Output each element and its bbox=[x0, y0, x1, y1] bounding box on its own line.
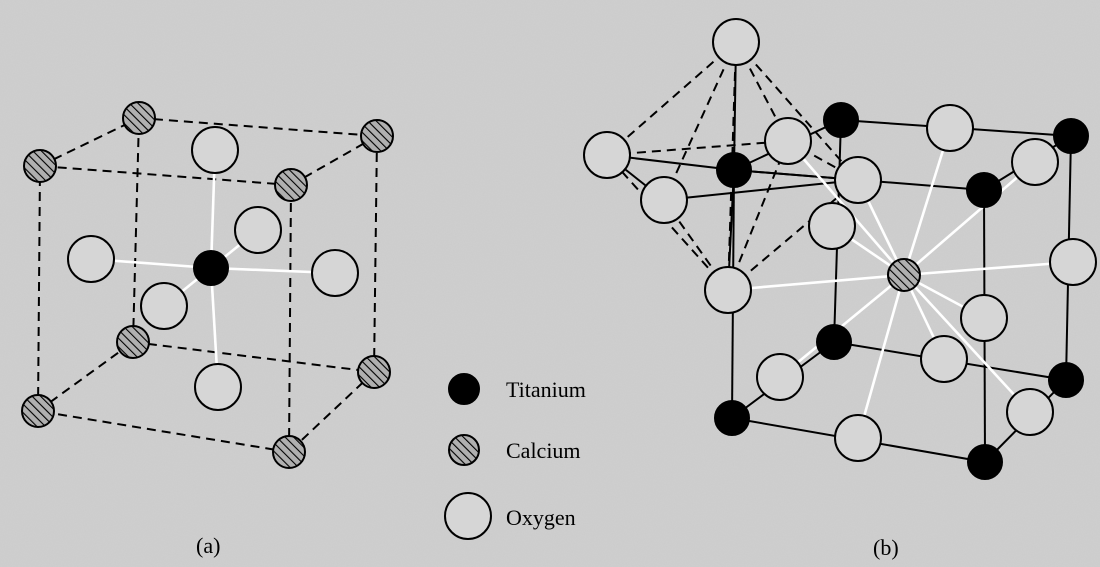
oxygen-atom bbox=[960, 294, 1008, 342]
hidden-edge-line bbox=[606, 41, 737, 156]
oxygen-icon bbox=[444, 492, 492, 540]
hidden-edge-line bbox=[132, 117, 140, 343]
oxygen-atom bbox=[764, 117, 812, 165]
legend-item-oxygen: Oxygen bbox=[444, 492, 576, 540]
hidden-edge-line bbox=[37, 410, 290, 453]
calcium-atom bbox=[23, 149, 57, 183]
titanium-atom bbox=[1048, 362, 1084, 398]
unit-cell-b bbox=[583, 18, 1097, 480]
hidden-edge-line bbox=[39, 165, 292, 186]
oxygen-atom bbox=[1006, 388, 1054, 436]
legend-label-oxygen: Oxygen bbox=[506, 505, 576, 530]
oxygen-atom bbox=[756, 353, 804, 401]
caption-a: (a) bbox=[196, 533, 220, 558]
titanium-atom bbox=[193, 250, 229, 286]
oxygen-atom bbox=[191, 126, 239, 174]
oxygen-atom bbox=[920, 335, 968, 383]
titanium-atom bbox=[1053, 118, 1089, 154]
hidden-edge-line bbox=[606, 140, 789, 156]
oxygen-atom bbox=[704, 266, 752, 314]
legend-label-calcium: Calcium bbox=[506, 438, 581, 463]
titanium-icon bbox=[448, 373, 480, 405]
hidden-edge-line bbox=[735, 41, 859, 181]
oxygen-atom bbox=[67, 235, 115, 283]
unit-cell-a bbox=[21, 101, 394, 469]
calcium-atom bbox=[274, 168, 308, 202]
calcium-atom bbox=[887, 258, 921, 292]
oxygen-atom bbox=[926, 104, 974, 152]
titanium-atom bbox=[714, 400, 750, 436]
oxygen-atom bbox=[583, 131, 631, 179]
titanium-atom bbox=[823, 102, 859, 138]
legend-label-titanium: Titanium bbox=[506, 377, 586, 402]
calcium-atom bbox=[272, 435, 306, 469]
bond-line bbox=[903, 161, 1036, 276]
bond-line bbox=[856, 274, 906, 439]
calcium-icon bbox=[448, 434, 480, 466]
oxygen-atom bbox=[808, 202, 856, 250]
oxygen-atom bbox=[140, 282, 188, 330]
oxygen-atom bbox=[311, 249, 359, 297]
calcium-atom bbox=[21, 394, 55, 428]
bond-line bbox=[727, 273, 905, 292]
legend-item-calcium: Calcium bbox=[448, 434, 581, 466]
oxygen-atom bbox=[640, 176, 688, 224]
calcium-atom bbox=[116, 325, 150, 359]
hidden-edge-line bbox=[138, 117, 378, 137]
oxygen-atom bbox=[234, 206, 282, 254]
hidden-edge-line bbox=[39, 117, 140, 167]
legend-item-titanium: Titanium bbox=[448, 373, 586, 405]
hidden-edge-line bbox=[37, 341, 134, 412]
oxygen-atom bbox=[834, 414, 882, 462]
oxygen-atom bbox=[1011, 138, 1059, 186]
hidden-edge-line bbox=[37, 165, 41, 412]
bond-line bbox=[903, 274, 1031, 413]
calcium-atom bbox=[357, 355, 391, 389]
calcium-atom bbox=[122, 101, 156, 135]
calcium-atom bbox=[360, 119, 394, 153]
hidden-edge-line bbox=[132, 341, 375, 373]
legend: Titanium Calcium Oxygen bbox=[444, 373, 586, 540]
oxygen-atom bbox=[712, 18, 760, 66]
titanium-atom bbox=[816, 324, 852, 360]
oxygen-atom bbox=[834, 156, 882, 204]
titanium-atom bbox=[716, 152, 752, 188]
hidden-edge-line bbox=[373, 135, 378, 373]
hidden-edge-line bbox=[288, 371, 375, 453]
hidden-edge-line bbox=[727, 140, 789, 291]
titanium-atom bbox=[966, 172, 1002, 208]
oxygen-atom bbox=[194, 363, 242, 411]
bond-line bbox=[903, 260, 1074, 277]
titanium-atom bbox=[967, 444, 1003, 480]
bond-line bbox=[902, 127, 952, 276]
oxygen-atom bbox=[1049, 238, 1097, 286]
caption-b: (b) bbox=[873, 535, 899, 560]
